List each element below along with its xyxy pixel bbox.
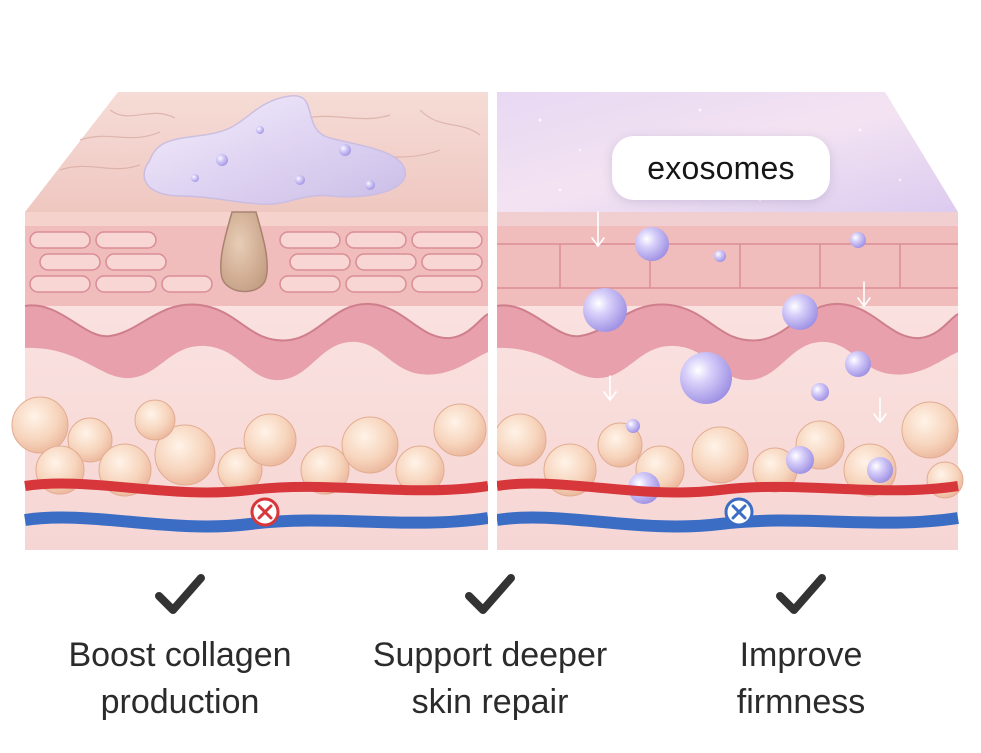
check-icon — [776, 574, 826, 614]
panel-divider — [488, 88, 497, 558]
benefit-deeper-repair: Support deeper skin repair — [340, 572, 640, 726]
exosomes-callout: exosomes — [612, 136, 830, 200]
check-icon — [155, 574, 205, 614]
benefit-label: Support deeper skin repair — [372, 636, 608, 721]
benefit-label: Improve firmness — [736, 636, 866, 721]
vessel-junction-marker-left — [250, 497, 280, 527]
skin-cross-section-illustration — [11, 88, 964, 558]
skin-block-left — [11, 92, 489, 550]
benefit-label: Boost collagen production — [68, 636, 292, 721]
skin-block-right — [493, 92, 964, 550]
exosomes-label: exosomes — [647, 149, 795, 186]
benefit-improve-firmness: Improve firmness — [651, 572, 951, 726]
benefit-boost-collagen: Boost collagen production — [30, 572, 330, 726]
vessel-junction-marker-right — [724, 497, 754, 527]
check-icon — [465, 574, 515, 614]
